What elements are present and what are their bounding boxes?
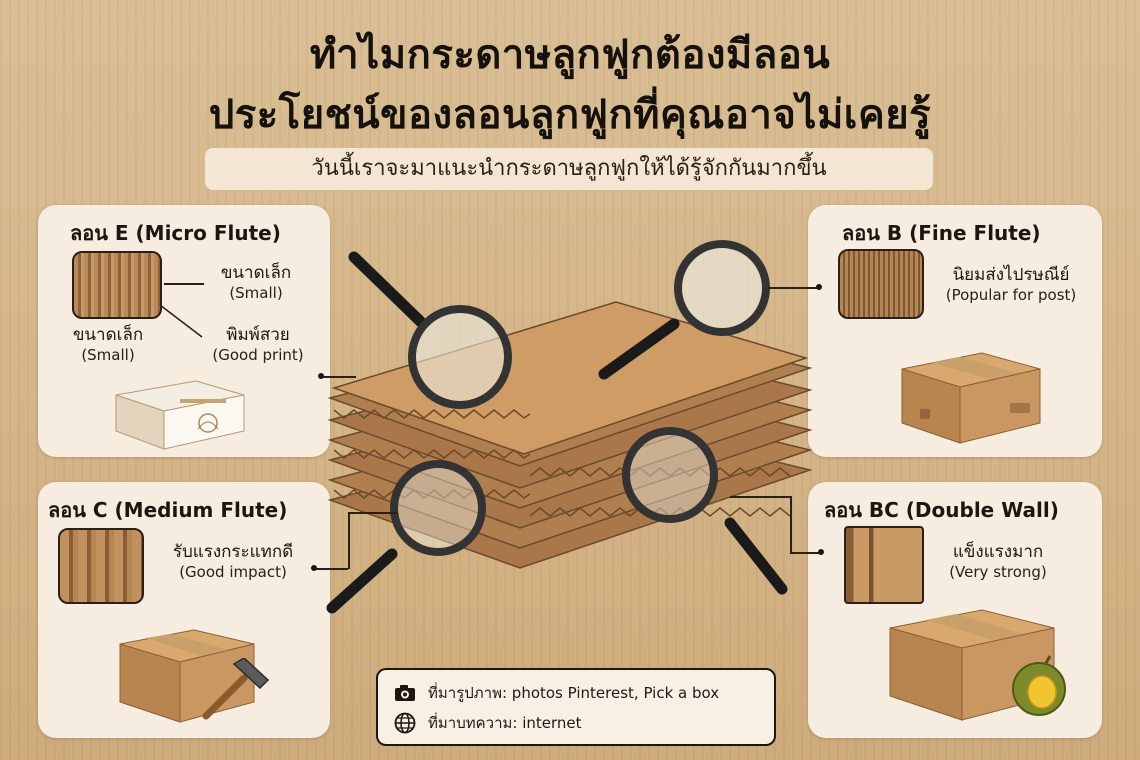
page-subtitle-heading: ประโยชน์ของลอนลูกฟูกที่คุณอาจไม่เคยรู้ [208,92,932,138]
source-photos-text: ที่มารูปภาพ: photos Pinterest, Pick a bo… [428,684,720,702]
e-label-good-print: พิมพ์สวย (Good print) [212,325,304,365]
panel-b-flute: ลอน B (Fine Flute) นิยมส่งไปรษณีย์ (Popu… [808,205,1102,457]
connector-dot [318,373,324,379]
connector-line [348,512,350,569]
bc-label-very-strong: แข็งแรงมาก (Very strong) [949,542,1047,582]
connector-line [164,283,204,285]
source-article-row: ที่มาบทความ: internet [394,710,582,736]
panel-e-flute: ลอน E (Micro Flute) ขนาดเล็ก (Small) ขนา… [38,205,330,457]
connector-line [322,376,356,378]
connector-line [790,496,792,553]
panel-c-flute: ลอน C (Medium Flute) รับแรงกระแทกดี (Goo… [38,482,330,738]
connector-line [768,287,820,289]
c-flute-swatch [58,528,144,604]
connector-line [314,568,348,570]
magnifying-glass-icon [326,460,486,614]
connector-line [348,512,398,514]
b-flute-swatch [838,249,924,319]
durian-icon [1012,655,1066,716]
e-label-small-1: ขนาดเล็ก (Small) [220,263,292,303]
b-label-popular-post: นิยมส่งไปรษณีย์ (Popular for post) [945,265,1077,305]
white-gift-box-illustration [115,380,245,450]
cardboard-box-illustration [119,629,255,723]
connector-line [159,304,203,338]
connector-dot [818,549,824,555]
magnifying-glass-icon [348,251,512,409]
connector-line [730,496,790,498]
globe-icon [394,712,416,734]
corrugated-board-stack-illustration [327,301,813,569]
magnifying-glass-icon [598,240,770,380]
source-article-text: ที่มาบทความ: internet [428,714,582,732]
connector-line [790,552,820,554]
panel-c-title: ลอน C (Medium Flute) [48,498,288,522]
camera-icon [395,685,415,701]
board-layers [327,301,813,569]
e-flute-swatch [72,251,162,319]
e-label-small-2: ขนาดเล็ก (Small) [72,325,144,365]
hammer-icon [202,658,270,720]
source-credits-box: ที่มารูปภาพ: photos Pinterest, Pick a bo… [376,668,776,746]
bc-flute-swatch [844,526,924,604]
page-title: ทำไมกระดาษลูกฟูกต้องมีลอน [309,32,831,78]
shipping-box-illustration [901,352,1041,444]
panel-bc-title: ลอน BC (Double Wall) [824,498,1059,522]
panel-e-title: ลอน E (Micro Flute) [70,221,281,245]
connector-dot [311,565,317,571]
connector-dot [816,284,822,290]
panel-bc-flute: ลอน BC (Double Wall) แข็งแรงมาก (Very st… [808,482,1102,738]
subtitle-banner: วันนี้เราจะมาแนะนำกระดาษลูกฟูกให้ได้รู้จ… [205,148,933,190]
source-photos-row: ที่มารูปภาพ: photos Pinterest, Pick a bo… [394,680,719,706]
panel-b-title: ลอน B (Fine Flute) [842,221,1041,245]
c-label-good-impact: รับแรงกระแทกดี (Good impact) [172,542,294,582]
magnifying-glass-icon [622,427,788,595]
